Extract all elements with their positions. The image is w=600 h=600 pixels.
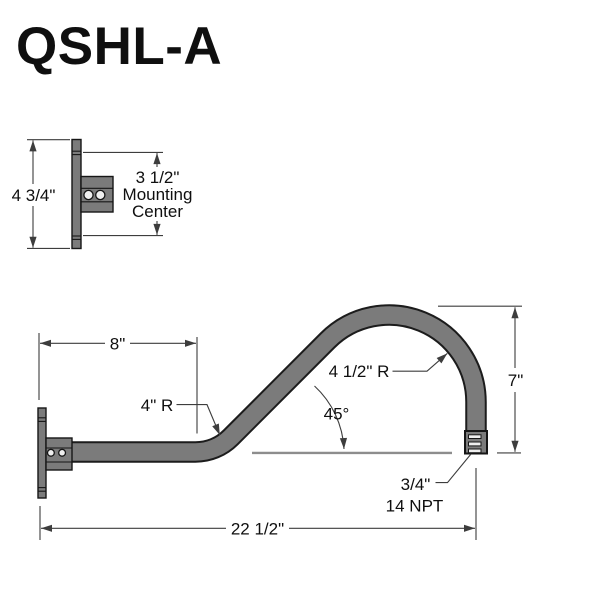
leader-thread [435,453,472,484]
thread-groove [468,441,482,447]
page-title: QSHL-A [16,17,223,76]
leader-lower-radius [176,404,221,436]
mounting-center-label-line3: Center [132,202,183,221]
thread-groove [468,448,482,454]
thread-size-label: 3/4" [401,475,431,494]
wall-plate-side-view: 4 3/4" 3 1/2" Mounting Center [12,138,193,250]
bolt-hole [46,448,55,457]
gooseneck-arm-view: 8" 4" R 4 1/2" R 45° 7" 3/4" 14 NPT 22 1… [37,304,524,540]
thread-groove [468,434,482,439]
overall-length-label: 22 1/2" [231,519,284,538]
bolt-hole [83,189,94,201]
straight-length-label: 8" [110,334,126,353]
mounting-center-label-line2: Mounting [123,185,193,204]
arm-tube [70,306,485,461]
bolt-hole [95,189,106,201]
bend-angle-label: 45° [324,405,350,424]
upper-radius-label: 4 1/2" R [329,362,390,381]
mounting-center-label-line1: 3 1/2" [136,168,180,187]
leader-upper-radius [392,352,448,372]
angle-arc [314,385,348,450]
mounting-plate [71,138,82,250]
bolt-hole [58,448,67,457]
thread-spec-label: 14 NPT [386,497,444,516]
lower-radius-label: 4" R [141,396,174,415]
drop-height-label: 7" [508,371,524,390]
plate-height-label: 4 3/4" [12,186,56,205]
